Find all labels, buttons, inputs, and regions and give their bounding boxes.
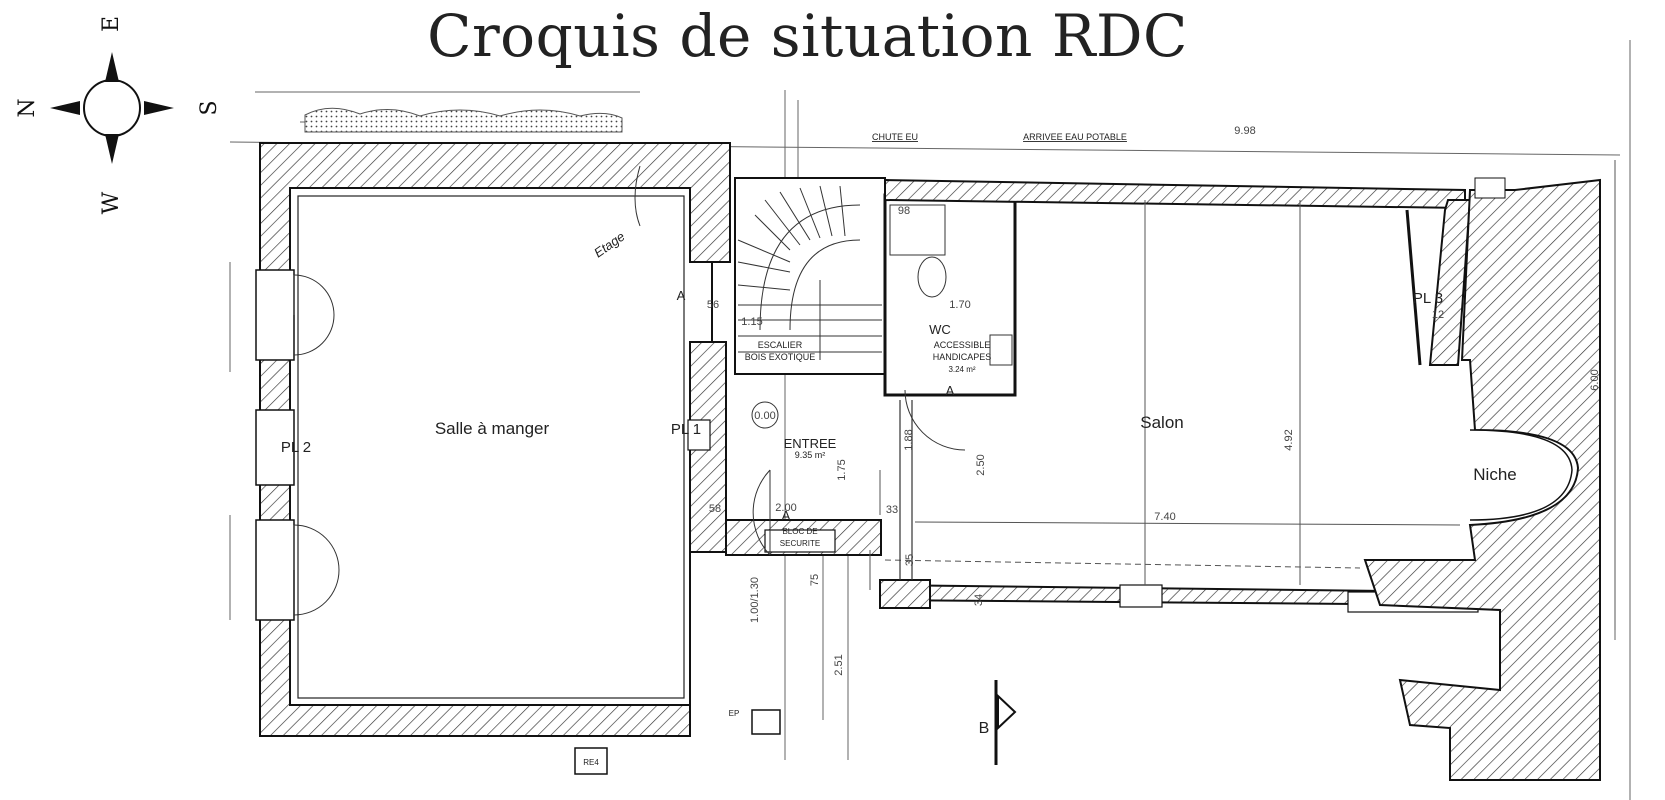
dim-251: 2.51 — [833, 654, 845, 675]
dim-56: 56 — [707, 299, 719, 311]
stair-icon — [737, 185, 882, 360]
dim-12: 12 — [1432, 309, 1444, 321]
dim-492: 4.92 — [1283, 429, 1295, 450]
room-label-salon: Salon — [1140, 413, 1183, 432]
entree-door-swing — [752, 469, 771, 556]
window-left-top — [255, 269, 295, 361]
niche-alcove — [1469, 429, 1573, 521]
dim-250: 2.50 — [975, 454, 987, 475]
dim-58: 58 — [709, 503, 721, 515]
room-label-entree: ENTREE — [784, 436, 837, 451]
dim-175: 1.75 — [836, 459, 848, 480]
window-left-bottom — [255, 519, 295, 621]
window-left-mid — [255, 409, 295, 486]
wc-area: 3.24 m² — [948, 365, 975, 374]
door-swings-left — [293, 274, 340, 616]
compass-north-label: N — [15, 98, 40, 117]
dim-170: 1.70 — [949, 299, 970, 311]
annotation-chute: CHUTE EU — [872, 132, 918, 142]
pillar-label-pl1: PL 1 — [671, 421, 701, 438]
compass-east-label: E — [99, 16, 124, 32]
stair-label-1: ESCALIER — [758, 340, 803, 350]
dim-740: 7.40 — [1154, 511, 1175, 523]
room-label-niche: Niche — [1473, 465, 1516, 484]
salon-dimension-lines — [869, 160, 1616, 630]
pillar-label-pl2: PL 2 — [281, 439, 311, 456]
dim-188: 1.88 — [903, 429, 915, 450]
page-title: Croquis de situation RDC — [427, 2, 1188, 70]
niche-wall — [1363, 178, 1601, 781]
dim-34: 34 — [973, 594, 985, 606]
compass-rose-icon: E W N S — [15, 16, 222, 214]
annotation-ep: EP — [729, 709, 740, 718]
dim-998: 9.98 — [1234, 125, 1255, 137]
marker-a-1: A — [677, 288, 686, 303]
salon-right-wall — [1428, 199, 1472, 366]
dim-33: 33 — [886, 504, 898, 516]
dim-100-130: 1.00/1.30 — [749, 577, 761, 623]
hedge-strip — [304, 107, 623, 133]
stair-direction-label: Etage — [591, 229, 627, 261]
bloc-label-2: SECURITE — [780, 539, 820, 548]
dim-98: 98 — [898, 205, 910, 217]
dim-200: 2.00 — [775, 502, 796, 514]
salon-top-wall — [884, 178, 1466, 210]
pillar-label-pl3: PL 3 — [1413, 290, 1443, 307]
marker-a-2: A — [782, 508, 791, 523]
dining-walls — [259, 142, 731, 737]
marker-b: B — [979, 720, 990, 737]
annotation-re: RE4 — [583, 758, 599, 767]
room-label-salle-a-manger: Salle à manger — [435, 419, 550, 438]
stair-label-2: BOIS EXOTIQUE — [745, 352, 816, 362]
wc-handicapes: HANDICAPES — [933, 352, 992, 362]
wc-accessible: ACCESSIBLE — [934, 340, 991, 350]
dim-115: 1.15 — [741, 316, 762, 328]
stair-area — [734, 177, 886, 375]
room-label-wc: WC — [929, 322, 951, 337]
entree-area: 9.35 m² — [795, 450, 826, 460]
dim-600: 6.00 — [1589, 369, 1601, 390]
dim-35: 35 — [904, 554, 916, 566]
compass-south-label: S — [197, 100, 222, 115]
dim-75: 75 — [809, 574, 821, 586]
security-block — [764, 529, 836, 553]
pl3-column — [1405, 209, 1422, 366]
bloc-label-1: BLOC DE — [782, 527, 817, 536]
dim-000: 0.00 — [754, 410, 775, 422]
marker-a-3: A — [946, 383, 955, 398]
compass-west-label: W — [99, 191, 124, 214]
annotation-arrivee: ARRIVEE EAU POTABLE — [1023, 132, 1127, 142]
